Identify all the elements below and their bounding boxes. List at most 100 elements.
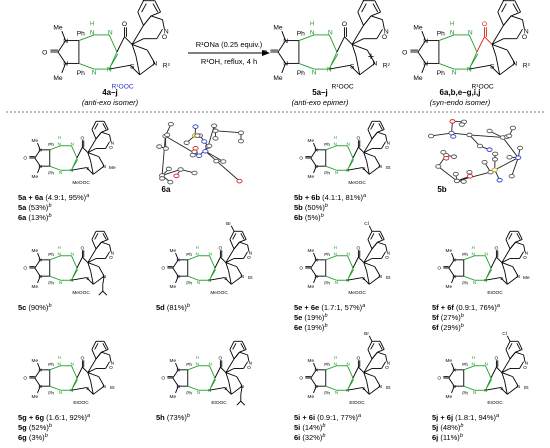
bond: [71, 167, 87, 171]
bond: [298, 62, 315, 70]
bond: [348, 269, 355, 278]
yield-value: (0.9:1, 76%): [454, 303, 497, 312]
bond: [231, 385, 243, 395]
bond: [363, 148, 373, 153]
methyl-label: Me: [307, 174, 314, 180]
bond: [102, 343, 107, 350]
benzo-bond: [510, 11, 521, 17]
benzo-bond: [379, 121, 385, 130]
bond: [172, 267, 179, 277]
benzo-bond: [505, 341, 511, 350]
bond: [448, 267, 455, 277]
bond: [347, 277, 363, 281]
crystal-atom: [220, 159, 227, 164]
methyl-label: Me: [273, 75, 283, 82]
phenyl-label: Ph: [48, 281, 54, 287]
bond: [374, 156, 381, 167]
bond: [359, 63, 376, 76]
phenyl-label: Ph: [462, 252, 468, 258]
crystal-atom: [458, 122, 465, 127]
yield-value: (81%): [165, 303, 188, 312]
nitrogen: N: [315, 368, 319, 374]
bond: [243, 251, 248, 259]
crystal-bond: [469, 134, 503, 138]
bond: [385, 354, 388, 362]
nitrogen: N: [423, 61, 428, 68]
benzo-bond: [509, 351, 516, 360]
oxygen: O: [357, 135, 361, 141]
bond: [347, 255, 354, 269]
benzo-bond: [137, 0, 144, 13]
nitrogen: N: [283, 61, 288, 68]
bond: [152, 3, 159, 13]
nitrogen: N: [346, 141, 350, 147]
ester-label: EtOOC: [211, 400, 227, 406]
bond: [209, 377, 216, 391]
bond: [516, 233, 521, 240]
methyl-label: Me: [31, 284, 38, 290]
benzo-bond: [154, 0, 162, 13]
hydrogen: H: [472, 245, 475, 250]
yield-value: (13%): [26, 213, 49, 222]
nitrogen: N: [516, 274, 520, 280]
halogen-label: Br: [226, 221, 231, 227]
compound-id: 5j + 6j: [432, 413, 453, 422]
bond: [90, 160, 94, 175]
compound-id: 6j: [432, 433, 438, 442]
phenyl-label: Ph: [324, 171, 330, 177]
phenyl-label: Ph: [437, 70, 445, 77]
nitrogen-h: N: [90, 29, 95, 36]
oxygen: O: [523, 255, 527, 261]
ester-label: R¹OOC: [112, 84, 134, 91]
phenyl-label: Ph: [186, 252, 192, 258]
nitrogen: N: [177, 384, 181, 390]
bond: [310, 377, 317, 387]
ester-label: MeOOC: [348, 180, 366, 186]
yield-line: 5c (90%)b: [18, 303, 52, 312]
bond: [496, 256, 503, 263]
bond: [78, 62, 95, 70]
crystal-atom: [491, 157, 499, 162]
crystal-atom: [236, 178, 243, 184]
yield-value: (29%): [439, 323, 462, 332]
bond: [94, 233, 99, 240]
bond: [491, 25, 504, 45]
oxygen: O: [81, 245, 85, 251]
compound-id: 5j: [432, 423, 438, 432]
benzo-bond: [95, 131, 102, 140]
footnote-mark: b: [49, 423, 52, 429]
bond: [71, 255, 78, 269]
bond: [90, 270, 94, 285]
footnote-mark: a: [87, 413, 90, 419]
footnote-mark: b: [461, 323, 464, 329]
bond: [175, 252, 179, 261]
bond: [362, 167, 370, 175]
bond: [110, 53, 119, 66]
crystal-atom: [466, 132, 473, 138]
nitrogen: N: [208, 361, 212, 367]
methyl-label: Me: [31, 138, 38, 144]
bond: [210, 379, 217, 388]
bond: [352, 366, 359, 379]
bond: [175, 385, 179, 394]
bond: [37, 252, 41, 261]
bond: [71, 365, 78, 379]
bond: [76, 256, 83, 269]
bond: [124, 36, 133, 45]
compound-id: 5a + 6a: [18, 193, 44, 202]
n-substituent: Me: [109, 165, 116, 171]
nitrogen: N: [453, 274, 457, 280]
phenyl-label: Ph: [48, 171, 54, 177]
footnote-mark: b: [48, 303, 51, 309]
bond: [102, 123, 107, 130]
methyl-label: Me: [169, 248, 176, 254]
footnote-mark: a: [496, 413, 499, 419]
sulfur: S: [130, 64, 135, 71]
bond: [506, 49, 516, 64]
bond: [310, 149, 317, 159]
nitrogen: N: [378, 274, 382, 280]
bond: [368, 335, 373, 342]
phenyl-label: Ph: [186, 391, 192, 397]
bond: [501, 368, 511, 373]
